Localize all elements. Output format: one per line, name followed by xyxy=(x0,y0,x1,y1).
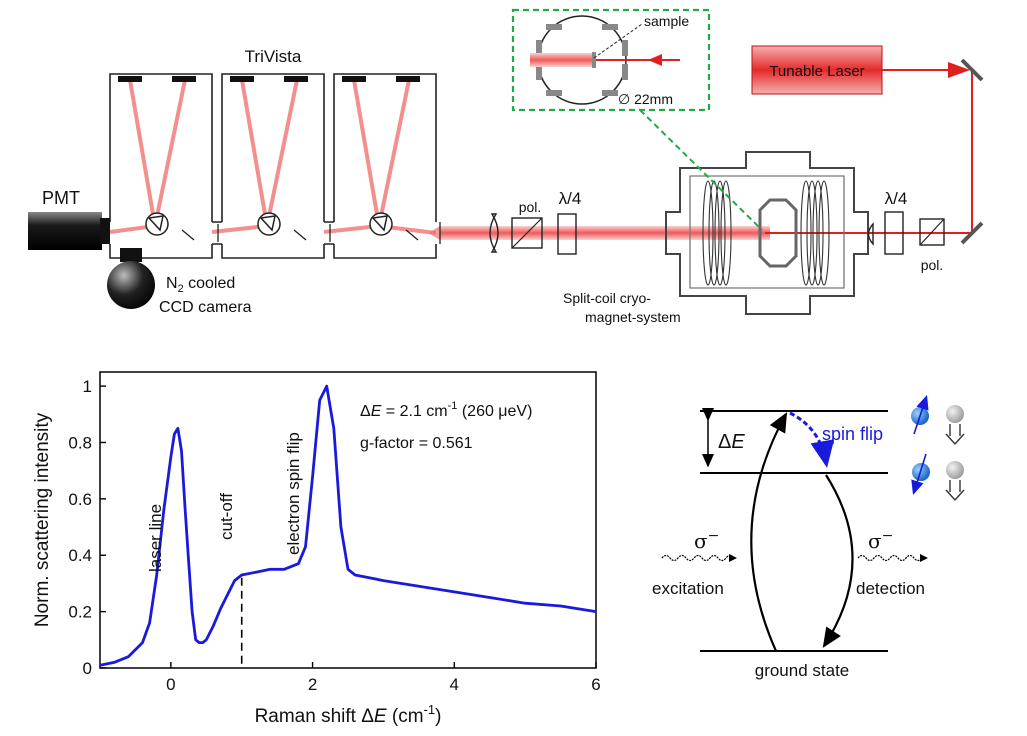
gratings xyxy=(145,212,393,236)
cryo-magnet xyxy=(665,151,869,315)
excitation-wave xyxy=(661,554,735,562)
excitation-label: excitation xyxy=(652,579,724,598)
optical-setup: Tunable Laser TriVista xyxy=(28,8,984,325)
x-tick-label-0: 0 xyxy=(166,675,175,694)
polarizer-left xyxy=(511,217,543,249)
mirror-bottom xyxy=(960,221,984,245)
y-tick-label-5: 1 xyxy=(83,377,92,396)
spectrum-series-line xyxy=(99,384,597,667)
annotation-g-factor: g-factor = 0.561 xyxy=(360,435,473,452)
inset-laser-arrow xyxy=(648,54,662,66)
x-tick-label-1: 2 xyxy=(308,675,317,694)
excitation-wave-head xyxy=(729,554,737,562)
electron-spin-up-icon xyxy=(911,394,929,435)
pol-left-label: pol. xyxy=(519,199,542,215)
x-tick-label-2: 4 xyxy=(450,675,459,694)
hole-spin-down-icon-2 xyxy=(945,461,965,502)
y-tick-label-1: 0.2 xyxy=(68,603,92,622)
y-axis-label: Norm. scattering intensity xyxy=(32,412,53,627)
energy-level-diagram: ΔE spin flip σ− σ− excitation detection … xyxy=(652,394,965,680)
sigma-right: σ− xyxy=(868,528,893,553)
waveplate-left xyxy=(557,213,577,255)
lambda4-left-label: λ/4 xyxy=(559,189,582,208)
annotation-spin-flip: electron spin flip xyxy=(284,432,303,555)
y-tick-label-3: 0.6 xyxy=(68,490,92,509)
inset-beam xyxy=(530,53,592,67)
ccd-label-line1: N2 cooled xyxy=(166,275,235,295)
magnet-label-line2: magnet-system xyxy=(585,309,681,325)
ccd-label-line2: CCD camera xyxy=(159,299,252,316)
polarizer-right-diag xyxy=(919,218,945,246)
y-tick-label-0: 0 xyxy=(83,659,92,678)
pol-right-label: pol. xyxy=(921,257,944,273)
inset-sample xyxy=(592,52,596,68)
pmt-body xyxy=(28,212,102,250)
polarizer-right xyxy=(919,218,945,246)
pmt-window xyxy=(100,218,110,244)
inset-sample-label: sample xyxy=(644,13,689,29)
spin-flip-arrow xyxy=(789,411,835,468)
trivista-spectrometer xyxy=(109,73,437,259)
x-axis-ticks: 0 2 4 6 xyxy=(166,662,601,694)
y-axis-ticks: 0 0.2 0.4 0.6 0.8 1 xyxy=(68,377,106,678)
detection-label: detection xyxy=(856,579,925,598)
detection-wave xyxy=(857,554,923,562)
hole-spin-down-icon xyxy=(945,405,965,446)
ccd-neck xyxy=(120,248,142,262)
detection-wave-head xyxy=(920,554,928,562)
coils xyxy=(702,180,830,286)
mirror-top xyxy=(960,58,984,82)
delta-e-label: ΔE xyxy=(718,431,745,453)
inset-connector xyxy=(639,109,763,231)
trivista-label: TriVista xyxy=(245,47,302,66)
annotation-delta-e: ΔE = 2.1 cm-1 (260 μeV) xyxy=(360,400,532,420)
lens-left xyxy=(489,213,499,253)
lens-right xyxy=(867,222,874,246)
annotation-laser-line: laser line xyxy=(146,504,165,572)
magnet-label-line1: Split-coil cryo- xyxy=(563,290,651,306)
waveplate-right xyxy=(884,211,904,255)
sigma-left: σ− xyxy=(694,528,719,553)
beam-main xyxy=(440,226,770,240)
detection-arrow xyxy=(822,474,854,648)
x-axis-label: Raman shift ΔE (cm-1) xyxy=(255,702,442,727)
raman-spectrum-chart: 0 0.2 0.4 0.6 0.8 1 0 2 4 6 Norm. scattering int… xyxy=(32,371,601,727)
polarizer-left-diag xyxy=(511,217,543,249)
spin-flip-label: spin flip xyxy=(822,424,883,444)
ccd-camera xyxy=(107,261,155,309)
annotation-cutoff: cut-off xyxy=(217,493,236,540)
y-tick-label-4: 0.8 xyxy=(68,433,92,452)
spectrometer-beams xyxy=(109,79,437,235)
lambda4-right-label: λ/4 xyxy=(885,189,908,208)
x-tick-label-3: 6 xyxy=(591,675,600,694)
ground-state-label: ground state xyxy=(755,661,850,680)
electron-spin-down-icon xyxy=(911,453,930,496)
plot-frame xyxy=(99,371,597,669)
slit-marks xyxy=(181,222,441,244)
pmt-label: PMT xyxy=(42,188,80,208)
tunable-laser-label: Tunable Laser xyxy=(769,63,864,80)
spectrometer-mirrors xyxy=(118,76,420,82)
tunable-laser-box xyxy=(751,45,883,95)
excitation-arrow xyxy=(750,412,788,652)
inset-diameter-label: ∅ 22mm xyxy=(618,91,673,107)
y-tick-label-2: 0.4 xyxy=(68,546,92,565)
